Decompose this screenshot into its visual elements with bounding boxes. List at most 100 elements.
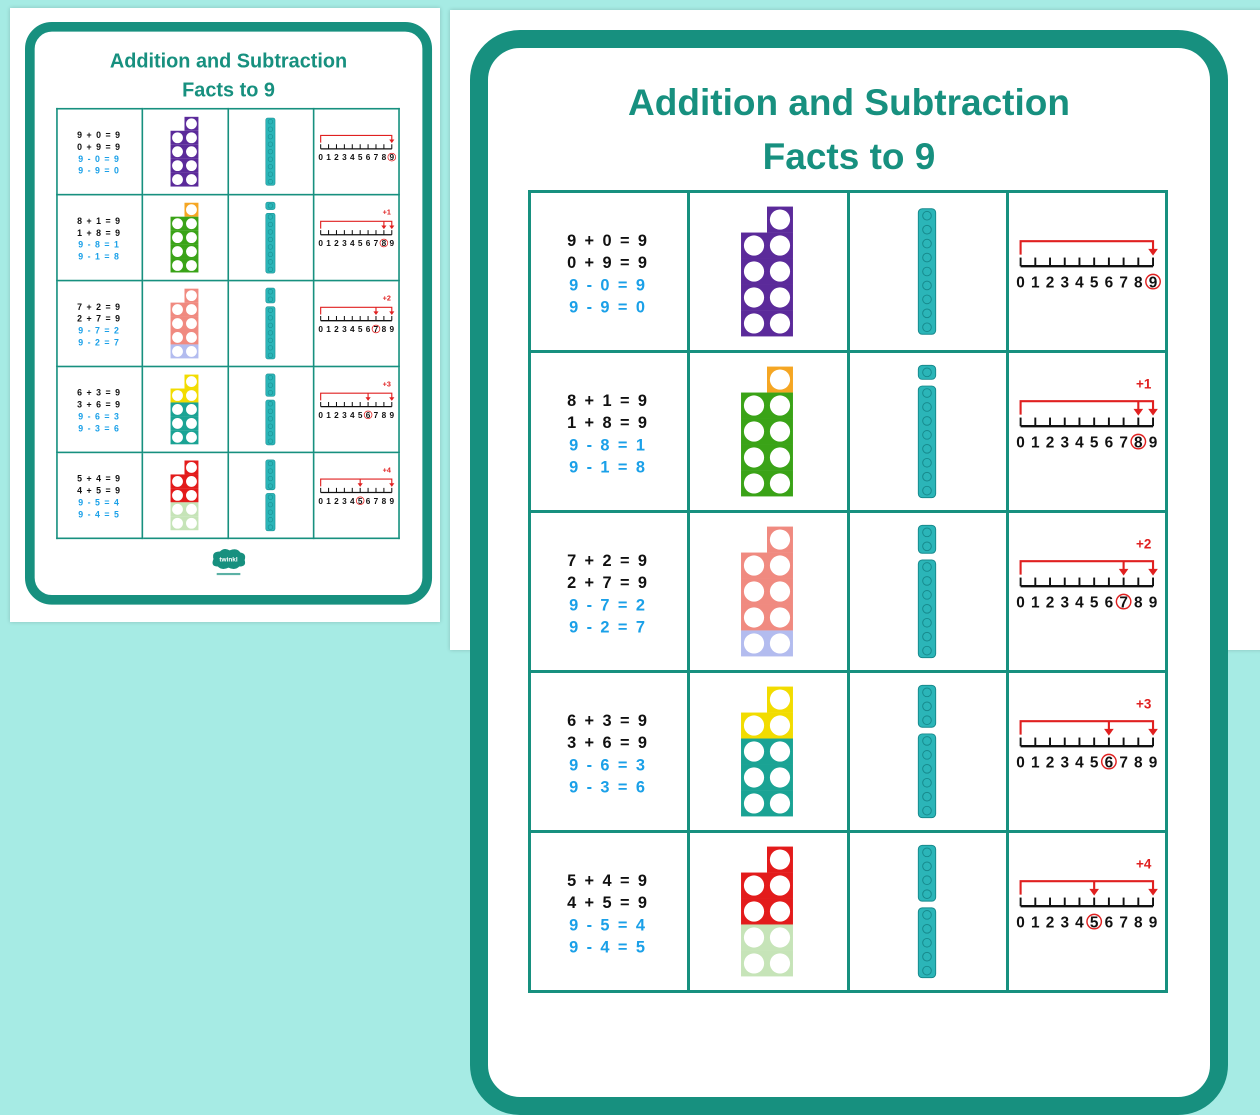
cube-stick [265,287,276,304]
cube [921,280,932,291]
cell-graphic: 9 + 0 = 90 + 9 = 99 - 0 = 99 - 9 = 0 [567,232,649,316]
number-line-label: 5 [1090,274,1099,291]
jump-arrow [319,134,393,143]
cell-graphic [170,374,199,445]
number-line-label: 4 [1075,754,1084,771]
number-line-label: 7 [1119,754,1128,771]
number-line-label: 0 [318,239,323,248]
jump-label: +1 [383,208,391,217]
cube [267,431,273,437]
subtraction-fact: 9 - 3 = 6 [569,778,647,796]
number-line-label: 0 [1016,914,1025,931]
number-line-label: 1 [1031,434,1040,451]
numicon-hole [186,218,198,230]
cube [267,307,273,313]
jump-label: +4 [383,465,391,474]
cube-tower-7 [265,306,276,360]
number-line-label: 9 [1149,754,1158,771]
number-line-label: 3 [342,325,347,334]
cube-tower-5 [917,907,936,979]
number-line-label: 7 [1119,594,1128,611]
number-line-label: 3 [1060,434,1069,451]
number-line-label: 3 [1060,594,1069,611]
numicon-hole [186,489,198,501]
numicon-hole [186,376,198,387]
number-line-label: 2 [1045,274,1054,291]
cube [267,251,273,257]
numicon-hole [770,369,791,390]
numicon-piece-1 [184,202,199,217]
numicon-hole [744,741,765,762]
numicon-hole [172,431,184,443]
poster-thumbnail: Addition and Subtraction Facts to 9 9 + … [25,22,433,605]
number-line-label: 8 [1134,594,1143,611]
cell-graphic [265,373,276,446]
number-line-label: 4 [1075,274,1084,291]
cube [267,203,273,209]
subtraction-fact: 9 - 9 = 0 [78,166,120,176]
number-line-label: 2 [334,239,339,248]
numicon-hole [172,489,184,501]
subtraction-fact: 9 - 2 = 7 [569,618,647,636]
cell-graphic [917,844,936,979]
cube [267,126,273,132]
number-line-label: 9 [389,239,394,248]
number-line-label: 8 [381,153,386,162]
number-line-label: 1 [326,239,331,248]
numicon-cell [141,451,229,540]
cube [921,402,932,412]
numicon-piece-7 [170,288,199,345]
cube-stick [265,373,276,397]
number-line-label: 6 [366,153,371,162]
number-line-label: 1 [1031,754,1040,771]
number-line-label: 9 [1149,594,1158,611]
arrow-head-icon [389,483,395,487]
numicon-hole [186,404,198,415]
numicon-hole [172,246,184,257]
cube [267,416,273,422]
number-line-label: 6 [1104,274,1113,291]
arrow-head-icon [381,225,387,230]
number-line-label: 1 [326,411,331,420]
arrow-head-icon [1147,728,1158,736]
numicon-cell [141,193,229,282]
number-line-label: 2 [1045,754,1054,771]
addition-fact: 0 + 9 = 9 [77,142,121,152]
number-line-label: 8 [1134,754,1143,771]
numicon-hole [744,767,765,788]
cube-stick [265,493,276,532]
addition-fact: 0 + 9 = 9 [567,254,649,272]
numicon-hole [172,318,184,329]
number-line-label: 8 [1134,434,1143,451]
numicon-hole [172,417,184,429]
numicon-hole [172,160,184,172]
numicon-hole [744,953,765,974]
cube-tower-8 [265,212,276,274]
number-line-label: 5 [358,325,363,334]
numicon-hole [172,218,184,230]
jump-label: +2 [383,294,391,303]
subtraction-fact: 9 - 0 = 9 [78,154,120,164]
cube [921,471,932,482]
numicon-hole [186,390,198,401]
number-line-label: 0 [318,497,323,506]
number-line-label: 5 [1090,434,1099,451]
cell-graphic [917,208,936,335]
circled-answer [1130,433,1147,450]
numicon-piece-4 [170,502,199,531]
cube [921,485,932,496]
numicon-hole [172,174,184,185]
cube [267,164,273,170]
cell-graphic [265,287,276,360]
cube-stick [917,907,936,979]
cube-tower-8 [917,385,936,499]
numicon-hole [744,395,765,416]
numicon-hole [744,235,765,256]
cell-graphic [917,684,936,819]
